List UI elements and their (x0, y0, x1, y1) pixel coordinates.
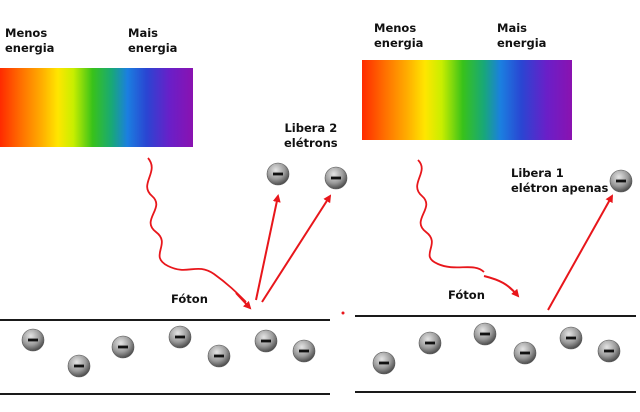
label-less-energy-right: Menos energia (374, 21, 423, 51)
label-more-energy-right: Mais energia (497, 21, 546, 51)
minus-icon (425, 341, 435, 345)
photon-wave-right (416, 159, 485, 273)
label-photon-right: Fóton (448, 288, 485, 302)
stray-dot (341, 311, 345, 315)
electron-path-arrow-3 (547, 194, 613, 311)
minus-icon (299, 349, 309, 353)
minus-icon (520, 351, 530, 355)
label-line: Libera 1 (511, 166, 564, 180)
label-line: Mais (497, 21, 527, 35)
photon-wave-left (146, 157, 247, 303)
spectrum-bar-right (362, 60, 572, 140)
label-line: Mais (128, 26, 158, 40)
electron-plate-right-5 (559, 326, 583, 350)
minus-icon (273, 172, 283, 176)
electron-plate-left-5 (207, 344, 231, 368)
electron-freed-3 (609, 169, 633, 193)
spectrum-bar-left (0, 68, 193, 147)
electron-freed-1 (266, 162, 290, 186)
label-line: Menos (374, 21, 417, 35)
minus-icon (74, 364, 84, 368)
minus-icon (175, 335, 185, 339)
electron-path-arrow-2 (261, 194, 332, 303)
label-line: elétrons (284, 136, 338, 150)
electron-plate-left-4 (168, 325, 192, 349)
label-more-energy-left: Mais energia (128, 26, 177, 56)
electron-plate-right-1 (372, 351, 396, 375)
minus-icon (604, 349, 614, 353)
label-line: Libera 2 (284, 121, 338, 135)
label-result-left: Libera 2 elétrons (284, 121, 338, 151)
minus-icon (616, 179, 626, 183)
electron-freed-2 (324, 166, 348, 190)
label-line: energia (128, 41, 178, 55)
minus-icon (214, 354, 224, 358)
minus-icon (118, 345, 128, 349)
label-line: energia (497, 36, 547, 50)
label-line: elétron apenas (511, 181, 609, 195)
wave-arrow-left (235, 292, 252, 310)
label-result-right: Libera 1 elétron apenas (511, 166, 608, 196)
electron-plate-left-6 (254, 329, 278, 353)
label-line: Menos (5, 26, 48, 40)
electron-plate-right-2 (418, 331, 442, 355)
minus-icon (331, 176, 341, 180)
label-line: energia (5, 41, 55, 55)
minus-icon (28, 338, 38, 342)
minus-icon (566, 336, 576, 340)
electron-plate-left-1 (21, 328, 45, 352)
electron-plate-left-7 (292, 339, 316, 363)
electron-plate-right-4 (513, 341, 537, 365)
wave-arrow-right (483, 275, 520, 298)
minus-icon (480, 332, 490, 336)
electron-plate-left-3 (111, 335, 135, 359)
label-line: energia (374, 36, 424, 50)
minus-icon (379, 361, 389, 365)
electron-plate-right-6 (597, 339, 621, 363)
electron-plate-left-2 (67, 354, 91, 378)
electron-plate-right-3 (473, 322, 497, 346)
label-less-energy-left: Menos energia (5, 26, 54, 56)
minus-icon (261, 339, 271, 343)
electron-path-arrow-1 (255, 194, 281, 301)
label-photon-left: Fóton (171, 292, 208, 306)
